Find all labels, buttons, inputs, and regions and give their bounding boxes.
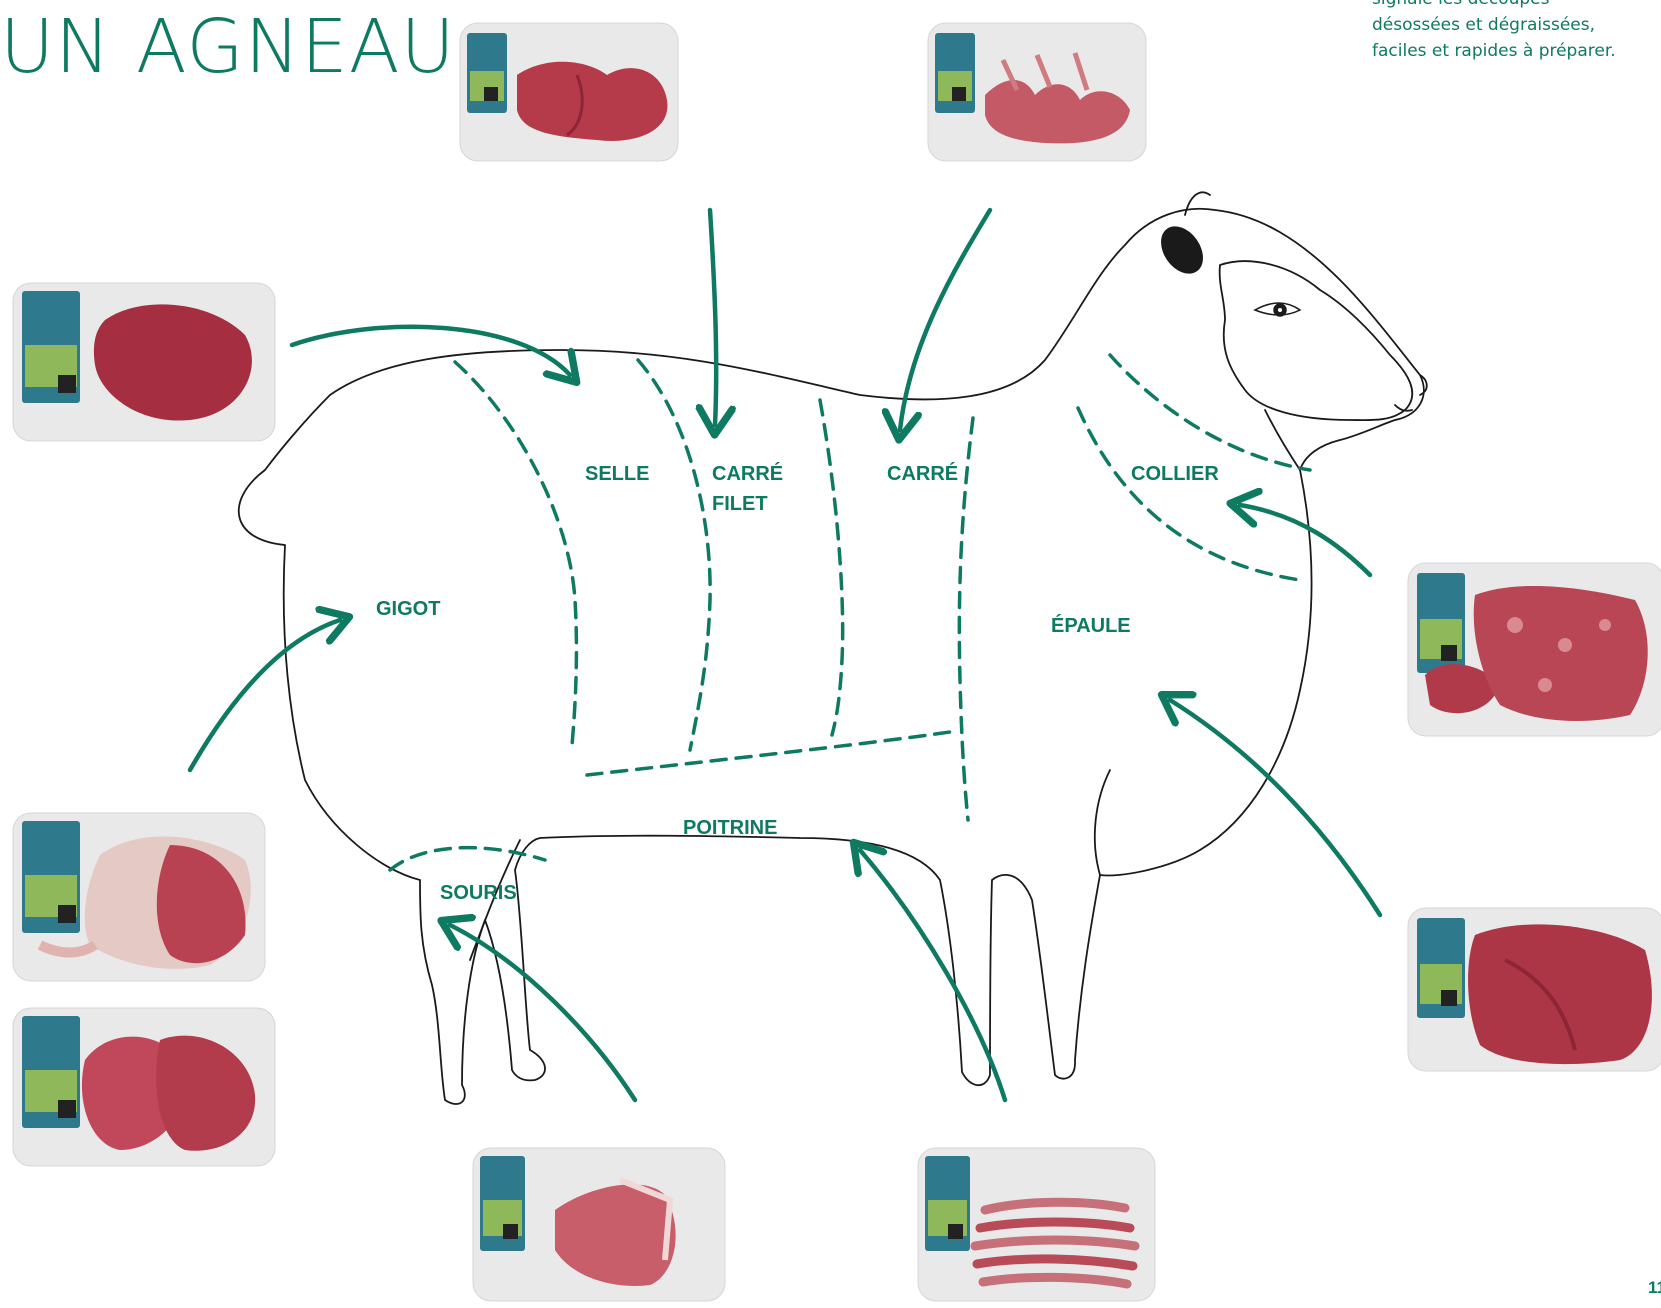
arrow-to-epaule	[1170, 700, 1380, 915]
tray-collier	[1405, 555, 1661, 740]
tray-carre-filet	[925, 15, 1150, 165]
cut-lines	[390, 355, 1310, 870]
sheep-ear	[1152, 218, 1211, 281]
tray-gigot-entier	[10, 805, 270, 985]
cut-line-carre-epaule	[959, 418, 973, 820]
arrow-to-souris	[450, 925, 635, 1100]
cut-line-souris	[390, 848, 545, 870]
cut-line-collier-lower	[1078, 408, 1300, 580]
arrows	[190, 210, 1380, 1100]
sheep-neck-line	[1265, 410, 1300, 470]
sheep-face-outline	[1220, 261, 1413, 420]
label-poitrine: POITRINE	[683, 817, 777, 839]
arrow-to-collier	[1240, 505, 1370, 575]
label-souris: SOURIS	[440, 882, 517, 904]
arrow-to-carre	[900, 210, 990, 430]
label-gigot: GIGOT	[376, 598, 440, 620]
label-selle: SELLE	[585, 463, 649, 485]
arrow-to-poitrine	[860, 850, 1005, 1100]
sheep-outline	[239, 192, 1427, 1104]
tray-souris	[470, 1140, 730, 1305]
cut-line-collier-upper	[1110, 355, 1310, 470]
tray-poitrine	[915, 1140, 1160, 1305]
tray-selle	[457, 15, 682, 165]
label-carre-filet-2: FILET	[712, 493, 768, 515]
cut-line-selle-carre	[638, 360, 710, 750]
cut-line-poitrine-top	[587, 732, 950, 775]
label-carre-filet-1: CARRÉ	[712, 462, 783, 485]
sheep-eye	[1255, 303, 1300, 316]
arrow-to-carre-filet	[710, 210, 716, 425]
cut-line-carre-filet-carre	[820, 400, 843, 735]
tray-gigot-tranches	[10, 1000, 280, 1170]
label-collier: COLLIER	[1131, 463, 1219, 485]
sheep-ear-back	[1185, 192, 1210, 215]
label-epaule: ÉPAULE	[1051, 614, 1131, 637]
cut-line-gigot-selle	[455, 362, 576, 745]
sheep-front-leg-line	[1095, 770, 1110, 875]
tray-gigot-roti	[10, 275, 280, 445]
label-carre: CARRÉ	[887, 462, 958, 485]
tray-epaule	[1405, 900, 1661, 1075]
arrow-to-gigot	[190, 620, 340, 770]
sheep-body-outline	[239, 209, 1424, 1104]
